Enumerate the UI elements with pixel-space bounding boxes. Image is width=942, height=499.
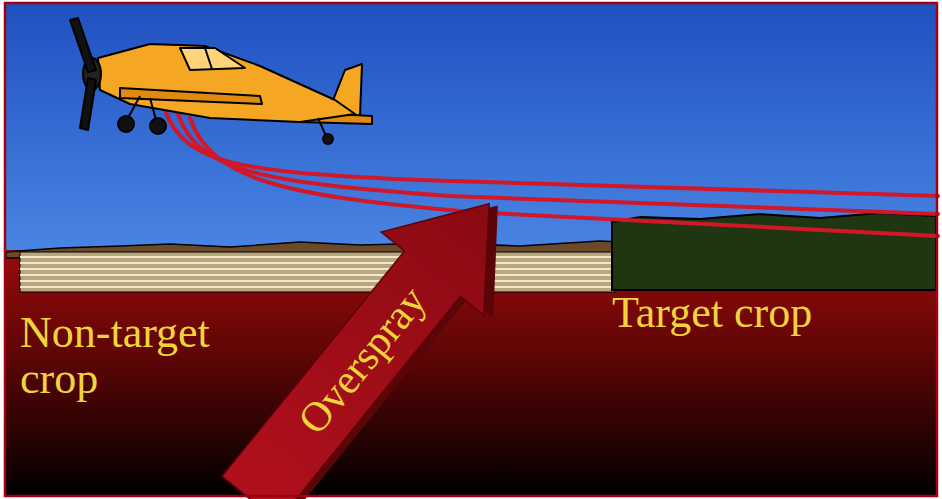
region-label: Non-target crop — [20, 310, 260, 402]
airplane — [70, 18, 372, 144]
spray-streams — [165, 110, 938, 236]
non-target-field — [20, 252, 615, 292]
overspray-arrow — [199, 159, 550, 499]
target-field — [612, 213, 936, 290]
frame — [5, 3, 937, 496]
region-label: Target crop — [612, 290, 942, 336]
